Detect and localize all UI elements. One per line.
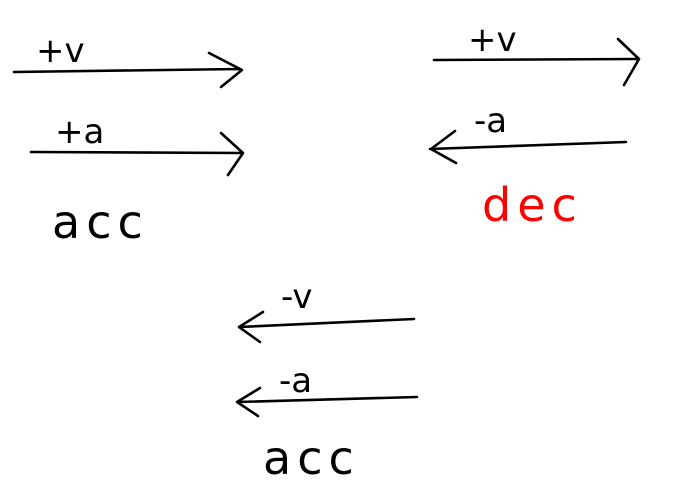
result-label-top-left: acc <box>52 195 149 249</box>
velocity-label-bottom: -v <box>281 277 312 317</box>
velocity-arrow-bottom <box>237 310 416 344</box>
acceleration-arrow-top-right <box>428 129 628 165</box>
velocity-label-top-right: +v <box>468 20 517 60</box>
velocity-arrow-top-right <box>432 37 641 87</box>
velocity-label-top-left: +v <box>36 31 85 71</box>
acceleration-arrow-bottom <box>235 386 419 418</box>
acceleration-arrow-top-left <box>29 131 245 177</box>
group-top-left: +v +a acc <box>12 31 245 249</box>
group-bottom: -v -a acc <box>235 277 419 485</box>
group-top-right: +v -a dec <box>428 20 641 232</box>
acceleration-label-bottom: -a <box>279 361 312 401</box>
result-label-bottom: acc <box>263 431 360 485</box>
velocity-arrow-top-left <box>12 51 244 89</box>
acceleration-label-top-left: +a <box>55 112 104 152</box>
acceleration-label-top-right: -a <box>474 101 507 141</box>
result-label-top-right: dec <box>482 178 583 232</box>
